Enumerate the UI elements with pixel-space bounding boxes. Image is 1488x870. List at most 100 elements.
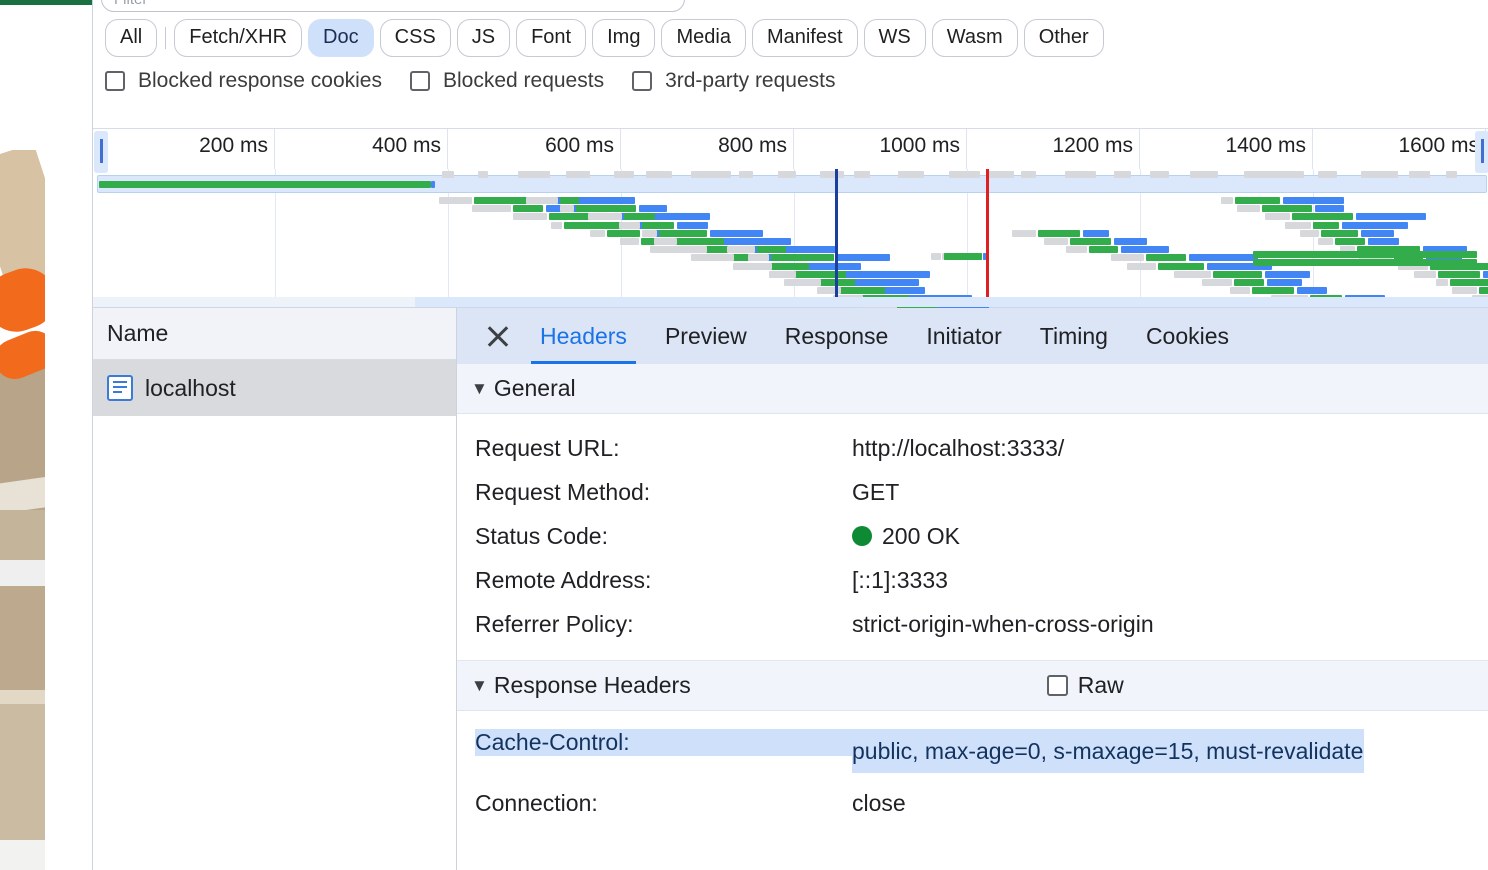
checkbox-blocked-response-cookies[interactable]: Blocked response cookies bbox=[105, 69, 382, 93]
filter-pill-doc[interactable]: Doc bbox=[308, 19, 374, 57]
waterfall-bar bbox=[1234, 279, 1264, 286]
section-header-response-headers[interactable]: ▼ Response Headers Raw bbox=[457, 661, 1488, 711]
waterfall-bar bbox=[836, 254, 890, 262]
header-row-connection[interactable]: Connection: close bbox=[457, 781, 1488, 825]
waterfall-bar bbox=[513, 205, 544, 213]
waterfall-bar bbox=[747, 254, 770, 262]
waterfall-bar bbox=[778, 171, 796, 178]
tick-label: 800 ms bbox=[718, 134, 787, 157]
filter-pill-wasm[interactable]: Wasm bbox=[931, 19, 1018, 57]
header-row-request-method[interactable]: Request Method: GET bbox=[457, 470, 1488, 514]
waterfall-bar bbox=[1335, 238, 1366, 245]
waterfall-bar bbox=[771, 254, 834, 262]
response-header-rows: Cache-Control: public, max-age=0, s-maxa… bbox=[457, 711, 1488, 825]
header-row-cache-control[interactable]: Cache-Control: public, max-age=0, s-maxa… bbox=[457, 721, 1488, 781]
header-row-request-url[interactable]: Request URL: http://localhost:3333/ bbox=[457, 426, 1488, 470]
checkbox-box[interactable] bbox=[409, 71, 430, 91]
checkbox-3rd-party-requests[interactable]: 3rd-party requests bbox=[632, 69, 836, 93]
waterfall-bar bbox=[756, 246, 786, 254]
checkbox-blocked-requests[interactable]: Blocked requests bbox=[409, 69, 604, 93]
raw-toggle[interactable]: Raw bbox=[1046, 672, 1124, 699]
waterfall-bar bbox=[984, 253, 986, 260]
waterfall-bar bbox=[817, 287, 841, 295]
filter-pill-other[interactable]: Other bbox=[1023, 19, 1104, 57]
timeline-ruler[interactable]: 200 ms 400 ms 600 ms 800 ms 1000 ms 1200… bbox=[93, 129, 1488, 173]
waterfall-bar bbox=[983, 253, 985, 260]
waterfall-bar bbox=[986, 171, 1014, 178]
list-item[interactable]: localhost bbox=[93, 360, 456, 416]
waterfall-bar bbox=[1190, 171, 1219, 178]
network-overview-timeline[interactable]: 200 ms 400 ms 600 ms 800 ms 1000 ms 1200… bbox=[93, 128, 1488, 311]
waterfall-bar bbox=[1299, 229, 1320, 237]
section-title: Response Headers bbox=[493, 672, 691, 698]
waterfall-bar bbox=[1253, 251, 1477, 258]
tab-initiator[interactable]: Initiator bbox=[926, 322, 1002, 349]
waterfall-bar bbox=[1452, 287, 1478, 295]
waterfall-bar bbox=[1291, 213, 1353, 221]
waterfall-bar bbox=[1202, 279, 1233, 286]
filter-input[interactable]: Filter bbox=[101, 0, 685, 12]
filter-pill-js[interactable]: JS bbox=[456, 19, 511, 57]
waterfall-bar bbox=[1361, 171, 1399, 178]
waterfall-bar bbox=[581, 197, 635, 204]
filter-pill-font[interactable]: Font bbox=[516, 19, 587, 57]
waterfall-bars[interactable] bbox=[93, 169, 1488, 311]
waterfall-gridline bbox=[275, 169, 276, 297]
waterfall-bar bbox=[1235, 197, 1281, 204]
filter-pill-ws[interactable]: WS bbox=[863, 19, 926, 57]
request-list-header: Name bbox=[93, 308, 456, 360]
waterfall-bar bbox=[548, 213, 612, 221]
waterfall-bar bbox=[1265, 213, 1290, 221]
header-value: 200 OK bbox=[882, 522, 960, 549]
tab-cookies[interactable]: Cookies bbox=[1145, 322, 1230, 349]
tick-label: 1200 ms bbox=[1052, 134, 1133, 157]
header-value: GET bbox=[852, 478, 900, 505]
checkbox-box[interactable] bbox=[632, 71, 653, 91]
page-green-topbar bbox=[0, 0, 92, 5]
waterfall-bar bbox=[1479, 287, 1488, 295]
waterfall-bar bbox=[590, 229, 606, 237]
waterfall-bar bbox=[431, 181, 435, 188]
overview-right-handle[interactable] bbox=[1475, 131, 1488, 173]
waterfall-bar bbox=[948, 171, 981, 178]
header-row-remote-address[interactable]: Remote Address: [::1]:3333 bbox=[457, 558, 1488, 602]
waterfall-bar bbox=[854, 279, 888, 286]
detail-tabbar: Headers Preview Response Initiator Timin… bbox=[457, 308, 1488, 364]
waterfall-bar bbox=[796, 279, 822, 286]
waterfall-bar bbox=[710, 229, 764, 237]
filter-pill-manifest[interactable]: Manifest bbox=[751, 19, 858, 57]
header-value: strict-origin-when-cross-origin bbox=[852, 610, 1154, 637]
filter-pill-media[interactable]: Media bbox=[661, 19, 746, 57]
waterfall-bar bbox=[1437, 270, 1481, 278]
waterfall-bar bbox=[942, 253, 944, 260]
filter-pill-all[interactable]: All bbox=[105, 19, 158, 57]
waterfall-bar bbox=[564, 221, 624, 229]
tab-headers[interactable]: Headers bbox=[521, 308, 646, 364]
section-header-general[interactable]: ▼ General bbox=[457, 364, 1488, 414]
checkbox-box[interactable] bbox=[105, 71, 125, 91]
column-header-name[interactable]: Name bbox=[107, 320, 169, 346]
filter-pill-img[interactable]: Img bbox=[592, 19, 656, 57]
waterfall-bar bbox=[1012, 229, 1037, 237]
waterfall-bar bbox=[1127, 262, 1157, 270]
waterfall-bar bbox=[1113, 171, 1131, 178]
header-row-referrer-policy[interactable]: Referrer Policy: strict-origin-when-cros… bbox=[457, 602, 1488, 646]
filter-pill-css[interactable]: CSS bbox=[379, 19, 451, 57]
tab-timing[interactable]: Timing bbox=[1039, 322, 1108, 349]
header-key: Cache-Control: bbox=[475, 729, 852, 756]
tab-response[interactable]: Response bbox=[784, 322, 889, 349]
overview-left-handle[interactable] bbox=[94, 131, 108, 173]
close-icon[interactable] bbox=[475, 313, 521, 359]
checkbox-box[interactable] bbox=[1046, 675, 1068, 696]
waterfall-bar bbox=[811, 262, 849, 270]
waterfall-bar bbox=[587, 213, 623, 221]
waterfall-bar bbox=[441, 171, 455, 178]
waterfall-gridline bbox=[794, 169, 795, 297]
waterfall-bar bbox=[650, 246, 691, 254]
filter-pill-fetch-xhr[interactable]: Fetch/XHR bbox=[174, 19, 303, 57]
waterfall-bar bbox=[797, 270, 844, 278]
tab-preview[interactable]: Preview bbox=[664, 322, 747, 349]
waterfall-bar bbox=[751, 262, 772, 270]
header-row-status-code[interactable]: Status Code: 200 OK bbox=[457, 514, 1488, 558]
